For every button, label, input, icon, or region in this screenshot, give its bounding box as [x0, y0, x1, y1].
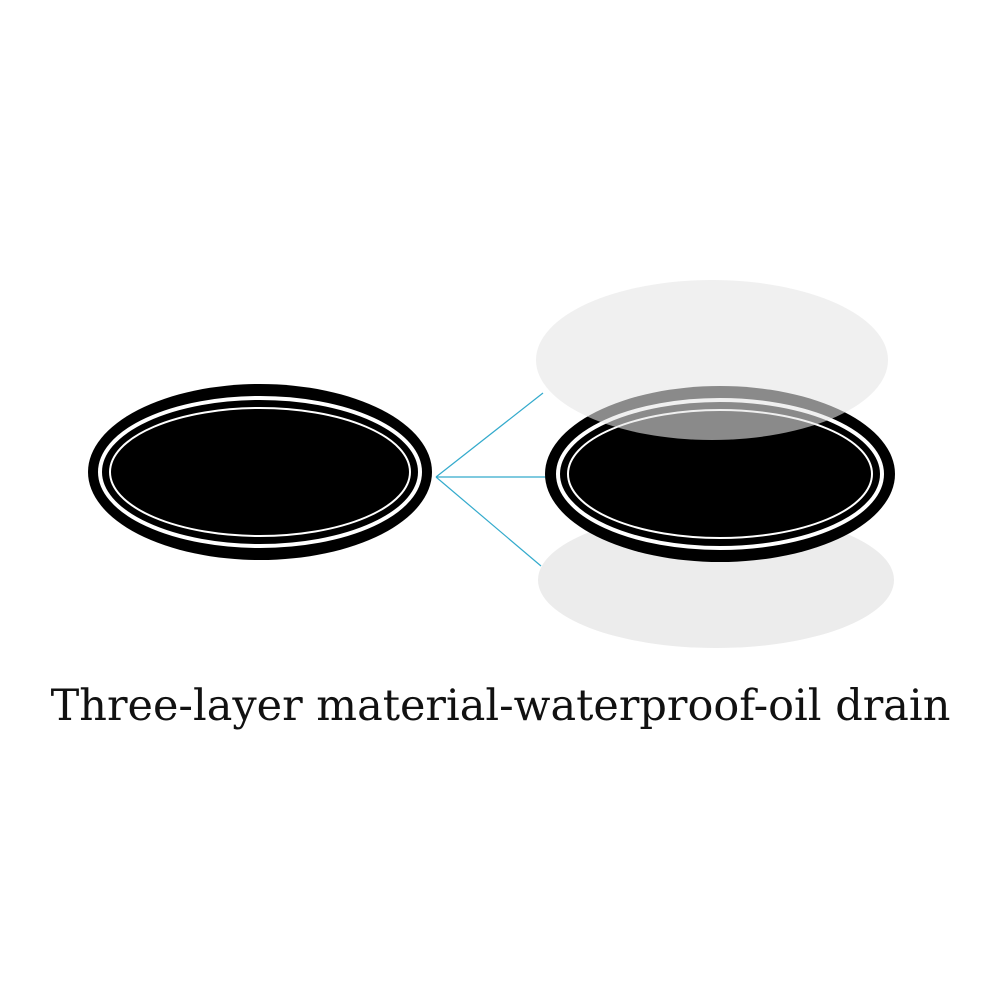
- assembled-badge-outer: [88, 384, 432, 560]
- connector-line-top: [435, 392, 544, 478]
- assembled-badge-ring-outer: [98, 396, 422, 548]
- top-film-layer: [536, 280, 888, 440]
- exploded-layers: [536, 280, 895, 648]
- assembled-badge: [88, 384, 432, 560]
- assembled-badge-ring-inner: [109, 407, 411, 537]
- connector-lines: [435, 392, 546, 567]
- connector-line-bottom: [435, 476, 542, 567]
- caption: Three-layer material-waterproof-oil drai…: [50, 681, 951, 731]
